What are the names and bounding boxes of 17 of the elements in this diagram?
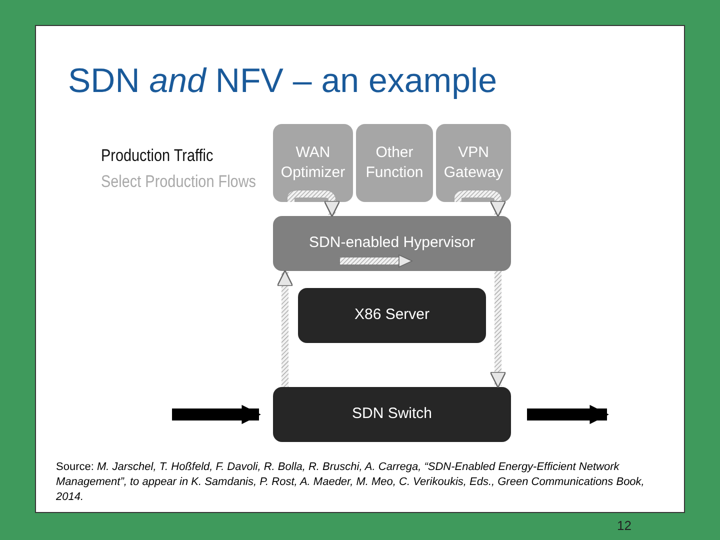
legend-text: Production Traffic <box>101 146 214 166</box>
layer-box: SDN-enabled Hypervisor <box>273 216 511 271</box>
switch-box: SDN Switch <box>273 387 511 442</box>
traffic-arrow <box>172 404 261 424</box>
legend-text: Select Production Flows <box>101 172 256 192</box>
source-citation: Source: M. Jarschel, T. Hoßfeld, F. Davoli, R. Bolla, R. Bruschi, A. Carrega, “SDN-Enabled Energy-Efficient Network Management”, to appear in K. Samdanis, P. Rost, A. Maeder, M. Meo, C. Verikoukis, Eds., Green Communications Book, 2014. <box>56 460 646 505</box>
function-box: WAN Optimizer <box>273 124 353 202</box>
page-number: 12 <box>617 518 632 533</box>
layer-box: X86 Server <box>298 288 486 343</box>
flow-arrow <box>276 270 294 387</box>
function-box: VPN Gateway <box>436 124 511 202</box>
slide-title: SDN and NFV – an example <box>68 62 497 101</box>
traffic-arrow <box>527 404 609 424</box>
flow-arrow <box>288 190 340 218</box>
flow-arrow <box>454 190 506 218</box>
flow-arrow <box>490 271 506 388</box>
function-box: Other Function <box>356 124 433 202</box>
